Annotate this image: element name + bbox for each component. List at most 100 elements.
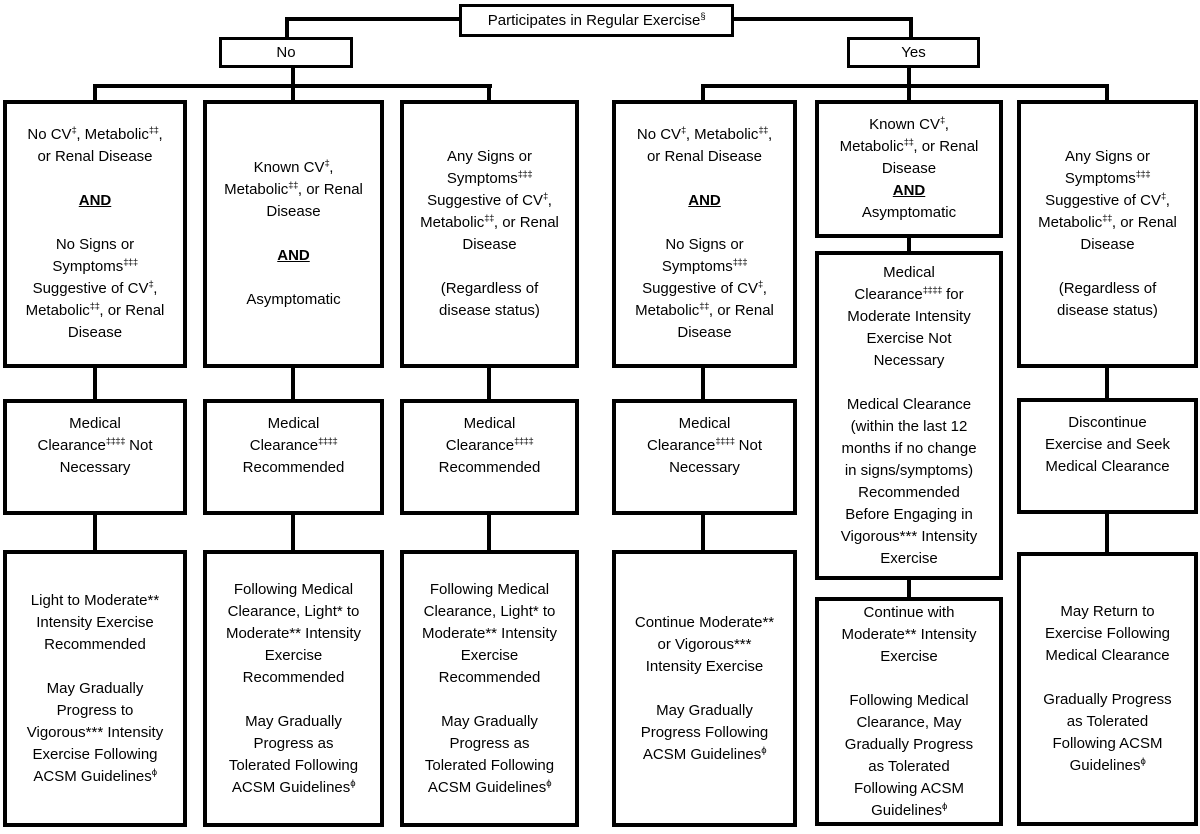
connector-col1-r2r3	[93, 514, 97, 550]
node-text-block: May Gradually Progress Following ACSM Gu…	[640, 701, 769, 763]
connector-yes-to-col5	[907, 67, 911, 100]
branch-no-label: No	[276, 43, 296, 61]
node-text-block: Continue Moderate** or Vigorous*** Inten…	[634, 613, 775, 675]
superscript-marker: ‡‡	[1102, 213, 1112, 224]
connector-no-to-col3	[487, 84, 491, 100]
node-text-block: No Signs or Symptoms‡‡‡ Suggestive of CV…	[25, 236, 165, 341]
superscript-marker: ‡	[148, 279, 154, 290]
node-text-block: Any Signs or Symptoms‡‡‡ Suggestive of C…	[420, 148, 559, 253]
superscript-marker: ‡	[757, 279, 763, 290]
outcome-node-continue-moderate-vigorous: Continue Moderate** or Vigorous*** Inten…	[612, 550, 797, 827]
condition-node-known-disease-asymptomatic: Known CV‡, Metabolic‡‡, or Renal Disease…	[203, 100, 384, 368]
node-text-block: May Gradually Progress to Vigorous*** In…	[26, 679, 164, 785]
node-text-block: Medical Clearance‡‡‡‡ Recommended	[438, 415, 541, 476]
connector-col4-r1r2	[701, 367, 705, 399]
superscript-marker: ϕ	[151, 766, 157, 778]
and-connector-text: AND	[688, 192, 721, 209]
connector-yes-drop	[909, 17, 913, 38]
clearance-node-discontinue-exercise: Discontinue Exercise and Seek Medical Cl…	[1017, 398, 1198, 514]
superscript-marker: ‡‡‡	[517, 169, 533, 180]
condition-node-any-symptoms-2: Any Signs or Symptoms‡‡‡ Suggestive of C…	[1017, 100, 1198, 368]
connector-yes-bus	[701, 84, 1109, 88]
connector-col2-r1r2	[291, 367, 295, 399]
node-text-block: May Gradually Progress as Tolerated Foll…	[228, 712, 359, 796]
branch-node-yes: Yes	[847, 37, 980, 68]
node-text-block: Participates in Regular Exercise§	[487, 10, 706, 29]
connector-col2-r2r3	[291, 514, 295, 550]
node-text-block: Following Medical Clearance, Light* to M…	[225, 580, 362, 686]
superscript-marker: ϕ	[546, 777, 552, 789]
connector-root-to-no	[285, 17, 463, 21]
connector-col6-r2r3	[1105, 513, 1109, 552]
connector-yes-to-col6	[1105, 84, 1109, 100]
connector-yes-to-col4	[701, 84, 705, 100]
superscript-marker: ‡	[542, 191, 548, 202]
condition-node-any-symptoms-1: Any Signs or Symptoms‡‡‡ Suggestive of C…	[400, 100, 579, 368]
superscript-marker: ‡‡	[758, 125, 768, 136]
superscript-marker: ϕ	[942, 800, 947, 812]
node-text-block: Known CV‡, Metabolic‡‡, or Renal Disease	[839, 115, 979, 177]
condition-node-known-disease-asymptomatic-exerciser: Known CV‡, Metabolic‡‡, or Renal Disease…	[815, 100, 1003, 238]
superscript-marker: ‡‡‡‡	[922, 284, 943, 296]
root-node-participates-in-regular-exercise: Participates in Regular Exercise§	[459, 4, 734, 37]
outcome-node-may-return-following-clearance: May Return to Exercise Following Medical…	[1017, 552, 1198, 826]
superscript-marker: ‡	[1160, 191, 1166, 202]
clearance-node-recommended-2: Medical Clearance‡‡‡‡ Recommended	[400, 399, 579, 515]
superscript-marker: ϕ	[1140, 756, 1146, 767]
superscript-marker: ‡‡	[484, 213, 494, 224]
node-text-block: No Signs or Symptoms‡‡‡ Suggestive of CV…	[635, 236, 774, 341]
node-text-block: Continue with Moderate** Intensity Exerc…	[841, 603, 977, 665]
node-text-block: Following Medical Clearance, Light* to M…	[421, 580, 558, 686]
superscript-marker: ϕ	[350, 777, 356, 789]
superscript-marker: ‡‡‡‡	[318, 436, 338, 447]
node-text-block: (Regardless of disease status)	[1057, 280, 1158, 319]
connector-no-to-col1	[93, 84, 97, 100]
superscript-marker: ‡‡	[148, 125, 159, 136]
connector-no-drop	[285, 17, 289, 38]
superscript-marker: ‡‡‡	[732, 257, 748, 268]
node-text-block: Gradually Progress as Tolerated Followin…	[1043, 691, 1172, 774]
superscript-marker: ‡	[324, 158, 330, 169]
node-text-block: Light to Moderate** Intensity Exercise R…	[30, 591, 160, 653]
connector-col1-r1r2	[93, 367, 97, 399]
clearance-node-not-necessary-1: Medical Clearance‡‡‡‡ Not Necessary	[3, 399, 187, 515]
and-connector-text: AND	[78, 192, 112, 209]
connector-col4-r2r3	[701, 514, 705, 550]
clearance-node-recommended-1: Medical Clearance‡‡‡‡ Recommended	[203, 399, 384, 515]
node-text-block: Medical Clearance‡‡‡‡ Recommended	[242, 415, 345, 476]
superscript-marker: §	[700, 10, 706, 22]
superscript-marker: ‡‡	[89, 301, 100, 312]
superscript-marker: ‡‡‡‡	[105, 436, 126, 447]
node-text-block: Discontinue Exercise and Seek Medical Cl…	[1044, 414, 1171, 475]
connector-col6-r1r2	[1105, 367, 1109, 398]
connector-no-to-col2	[291, 67, 295, 100]
connector-col3-r2r3	[487, 514, 491, 550]
node-text-block: Medical Clearance (within the last 12 mo…	[840, 395, 978, 567]
node-text-block: Following Medical Clearance, May Gradual…	[844, 691, 974, 819]
outcome-node-following-clearance-light-moderate-2: Following Medical Clearance, Light* to M…	[400, 550, 579, 827]
node-text-block: Medical Clearance‡‡‡‡ Not Necessary	[37, 415, 153, 476]
node-text-block: Known CV‡, Metabolic‡‡, or Renal Disease	[224, 158, 363, 220]
and-connector-text: AND	[277, 247, 310, 264]
superscript-marker: ϕ	[761, 744, 767, 756]
outcome-node-following-clearance-light-moderate-1: Following Medical Clearance, Light* to M…	[203, 550, 384, 827]
node-text-block: Asymptomatic	[861, 204, 957, 221]
node-text-block: Medical Clearance‡‡‡‡ for Moderate Inten…	[847, 263, 971, 369]
superscript-marker: ‡‡‡	[123, 257, 138, 268]
connector-col5-r2r3	[907, 579, 911, 597]
superscript-marker: ‡‡	[288, 180, 298, 191]
superscript-marker: ‡‡‡‡	[514, 436, 534, 447]
node-text-block: May Gradually Progress as Tolerated Foll…	[424, 712, 555, 796]
branch-yes-label: Yes	[901, 43, 926, 61]
superscript-marker: ‡‡‡	[1135, 169, 1151, 180]
connector-col3-r1r2	[487, 367, 491, 399]
node-text-block: No CV‡, Metabolic‡‡, or Renal Disease	[636, 125, 773, 165]
and-connector-text: AND	[892, 182, 926, 199]
clearance-node-moderate-not-necessary-vigorous-recommended: Medical Clearance‡‡‡‡ for Moderate Inten…	[815, 251, 1003, 580]
node-text-block: Any Signs or Symptoms‡‡‡ Suggestive of C…	[1038, 148, 1177, 253]
outcome-node-continue-moderate: Continue with Moderate** Intensity Exerc…	[815, 597, 1003, 826]
superscript-marker: ‡	[71, 125, 77, 136]
